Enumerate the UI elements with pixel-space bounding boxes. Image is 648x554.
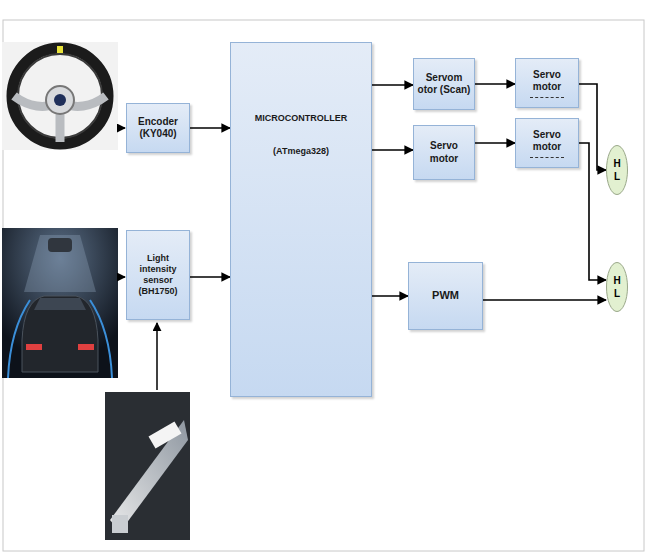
input-arrow (119, 276, 125, 278)
signal-arrow (483, 299, 606, 301)
headlight-photo (105, 392, 190, 540)
sensor-box: Light intensity sensor (BH1750) (126, 230, 190, 320)
lamp-label: H L (613, 157, 621, 183)
encoder-box: Encoder (KY040) (126, 103, 190, 153)
box-label: Light intensity sensor (BH1750) (130, 253, 186, 298)
box-label: Encoder (KY040) (130, 116, 186, 141)
input-arrow (156, 323, 158, 390)
box-label: MICROCONTROLLER (255, 113, 348, 124)
box-label: Servo motor (519, 69, 575, 94)
figure-frame (3, 20, 644, 551)
steering-wheel (2, 42, 118, 150)
box-label: Servo motor (519, 129, 575, 154)
signal-arrow (579, 143, 606, 280)
pwm-box: PWM (408, 262, 483, 330)
box-label: PWM (432, 289, 459, 303)
headlamp-oval: H L (606, 262, 628, 312)
signal-arrow (579, 84, 606, 170)
input-arrow (119, 127, 125, 129)
signal-arrow (190, 276, 230, 278)
dash-mark (530, 97, 564, 98)
dash-mark (530, 157, 564, 158)
box-label: (ATmega328) (273, 146, 329, 157)
servo-box: Servo motor (515, 118, 579, 168)
oval-outline (606, 262, 628, 312)
signal-arrow (190, 127, 230, 129)
lamp-label: H L (613, 274, 621, 300)
signal-arrow (372, 84, 413, 86)
signal-arrow (372, 149, 413, 151)
servo-box: Servo motor (515, 58, 579, 108)
microcontroller-box: MICROCONTROLLER (ATmega328) (230, 42, 372, 397)
servo-box: Servo motor (413, 125, 475, 180)
box-label: Servo motor (417, 140, 471, 165)
car-image (2, 228, 118, 378)
signal-arrow (475, 142, 515, 144)
headlamp-oval: H L (606, 145, 628, 195)
box-label: Servom otor (Scan) (417, 72, 471, 97)
signal-arrow (475, 83, 515, 85)
signal-arrow (372, 295, 408, 297)
servo-box: Servom otor (Scan) (413, 58, 475, 110)
oval-outline (606, 145, 628, 195)
